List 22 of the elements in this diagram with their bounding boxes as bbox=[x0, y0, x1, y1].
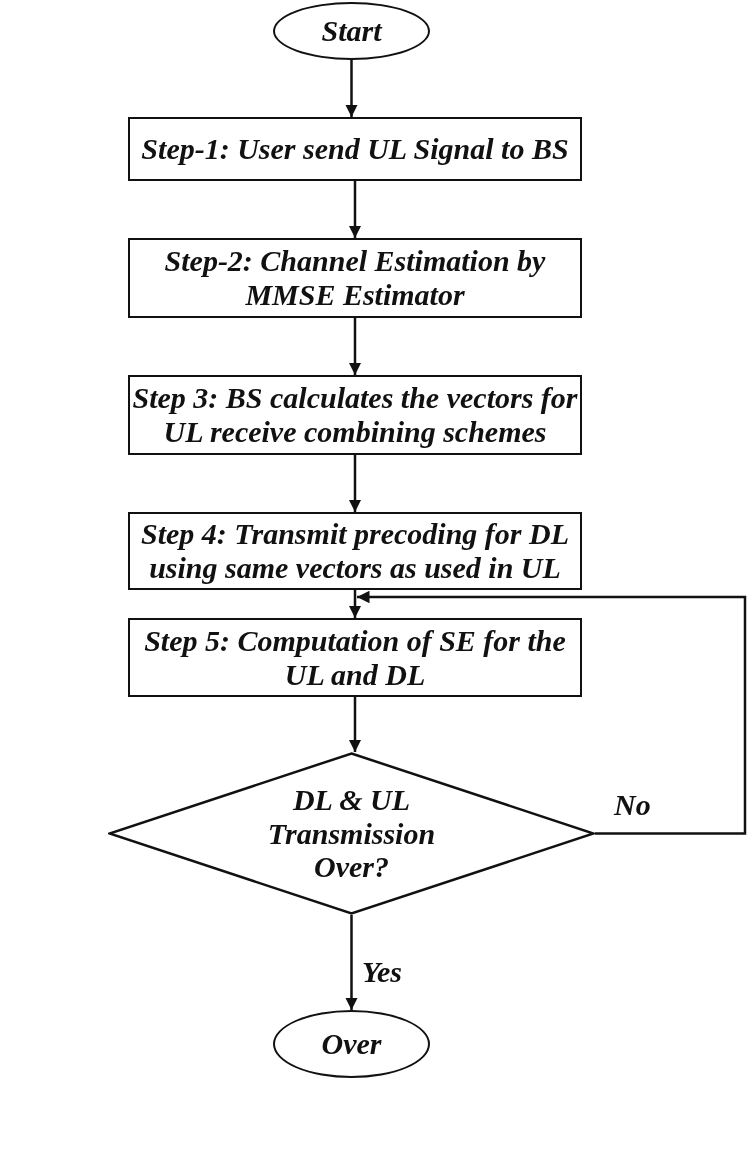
step-text: Step 3: BS calculates the vectors for UL receive combining schemes bbox=[131, 381, 579, 449]
process-box bbox=[128, 512, 582, 590]
step-text: Step-2: Channel Estimation by MMSE Estimator bbox=[163, 244, 547, 312]
arrow bbox=[348, 590, 362, 618]
step-text: DL & UL Transmission Over? bbox=[266, 783, 437, 884]
arrow bbox=[345, 60, 358, 117]
step-text: Step 4: Transmit precoding for DL using same vectors as used in UL bbox=[139, 517, 571, 585]
arrow bbox=[348, 318, 362, 375]
step-text: Step 5: Computation of SE for the UL and DL bbox=[143, 623, 567, 692]
process-box bbox=[128, 117, 582, 181]
arrow bbox=[348, 181, 362, 238]
process-box bbox=[128, 618, 582, 697]
arrow bbox=[357, 590, 747, 835]
arrow bbox=[345, 915, 358, 1010]
process-box bbox=[128, 375, 582, 455]
arrow bbox=[348, 697, 362, 752]
step-text: Step-1: User send UL Signal to BS bbox=[141, 132, 569, 166]
step-text: Over bbox=[321, 1027, 382, 1061]
decision-diamond bbox=[108, 752, 595, 915]
arrow bbox=[348, 455, 362, 512]
step-text: Start bbox=[321, 14, 382, 48]
process-box bbox=[128, 238, 582, 318]
